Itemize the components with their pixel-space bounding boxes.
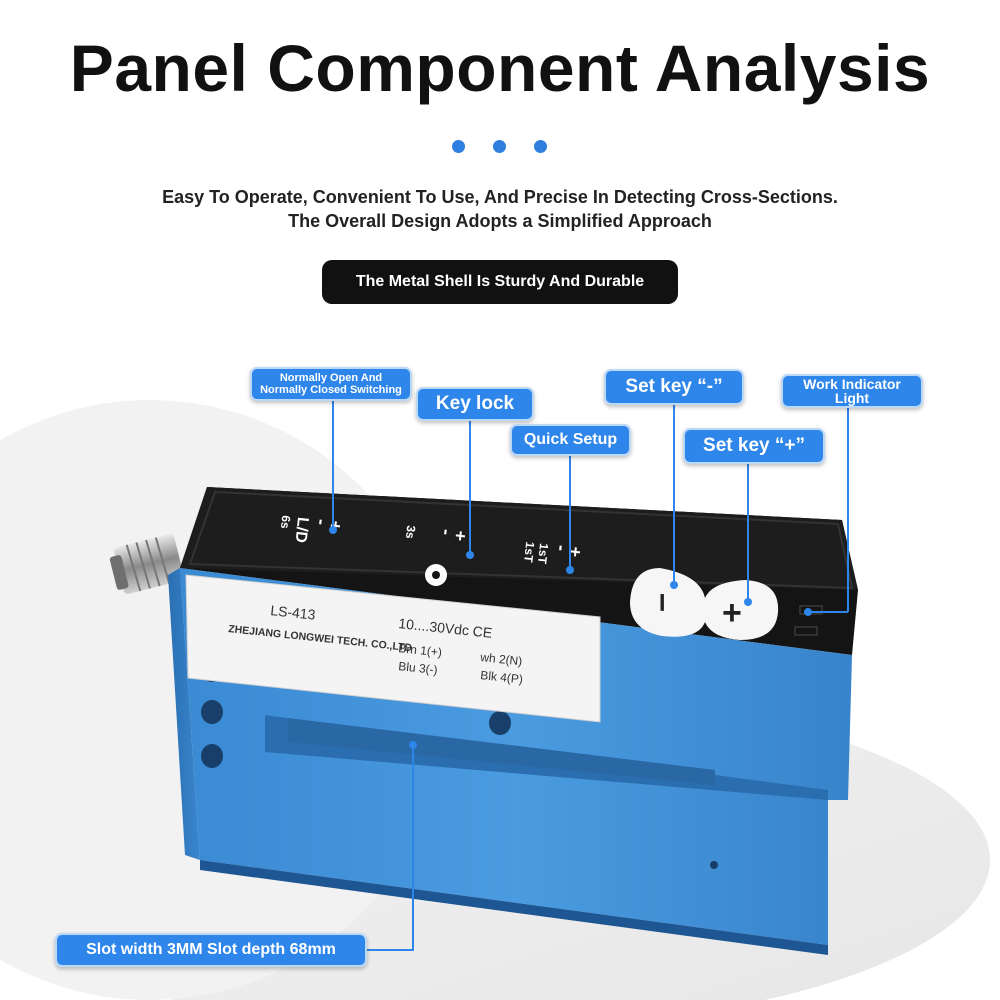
subtitle-line-1: Easy To Operate, Convenient To Use, And …	[162, 187, 838, 207]
mounting-hole	[489, 711, 511, 735]
btn1-minus-text: -	[311, 518, 332, 526]
minus-key[interactable]: –	[645, 593, 683, 612]
feature-pill: The Metal Shell Is Sturdy And Durable	[322, 260, 678, 304]
plus-key[interactable]: +	[722, 594, 742, 632]
callout-switching-line1: Normally Open And	[279, 372, 383, 384]
wire-brn-text: Brn 1(+)	[398, 641, 443, 659]
subtitle-line-2: The Overall Design Adopts a Simplified A…	[288, 211, 712, 231]
callout-switching: Normally Open And Normally Closed Switch…	[250, 367, 412, 401]
wire-wh-text: wh 2(N)	[479, 650, 523, 668]
callout-slot: Slot width 3MM Slot depth 68mm	[55, 933, 367, 967]
callout-indicator-line2: Light	[834, 390, 870, 406]
btn2-minus-text: -	[436, 528, 457, 536]
callout-switching-line2: Normally Closed Switching	[260, 384, 402, 396]
callout-set-minus: Set key “-”	[604, 369, 744, 405]
model-text: LS-413	[270, 602, 317, 623]
m8-connector	[109, 534, 185, 594]
dot-icon	[452, 140, 465, 153]
btn1-symbol-text: L/D	[292, 516, 312, 543]
small-hole	[710, 861, 718, 869]
btn2-time-text: 3s	[403, 525, 418, 540]
callout-indicator: Work Indicator Light	[781, 374, 923, 408]
slot-groove	[288, 718, 715, 785]
btn1-time-text: 6s	[278, 515, 293, 530]
btn3-minus-text: -	[551, 544, 572, 552]
callout-set-plus: Set key “+”	[683, 428, 825, 464]
leader-lines	[332, 400, 849, 951]
wire-blu-text: Blu 3(-)	[398, 659, 439, 677]
label-plate: LS-413 10....30Vdc CE ZHEJIANG LONGWEI T…	[185, 574, 601, 723]
callout-indicator-line1: Work Indicator	[803, 376, 901, 392]
keypad[interactable]: – +	[630, 568, 779, 640]
leader-dots	[329, 526, 812, 749]
callout-key-lock: Key lock	[416, 387, 534, 421]
mounting-hole	[201, 700, 223, 724]
btn3-time2-text: 1sT	[521, 541, 537, 564]
dot-icon	[534, 140, 547, 153]
wire-blk-text: Blk 4(P)	[480, 668, 524, 686]
dot-icon	[493, 140, 506, 153]
mounting-hole	[201, 744, 223, 768]
callout-quick-setup: Quick Setup	[510, 424, 631, 456]
btn2-plus-text: +	[450, 530, 471, 543]
page-title: Panel Component Analysis	[69, 31, 931, 105]
indicator-frame	[794, 626, 818, 636]
btn3-time1-text: 1sT	[535, 543, 551, 566]
decorative-dots	[0, 140, 1000, 154]
